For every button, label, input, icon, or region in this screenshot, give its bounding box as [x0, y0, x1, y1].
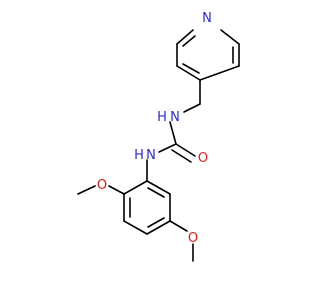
hydrogen-label: H — [134, 148, 144, 163]
bond-aryl-o — [169, 220, 188, 232]
bond-double-inner — [147, 217, 165, 228]
bond-double-inner — [147, 187, 165, 198]
pyridine-n-label: N — [199, 9, 215, 26]
bond — [176, 29, 194, 45]
bond — [123, 180, 148, 195]
nitrogen-label: N — [146, 148, 156, 163]
benzene-ring — [123, 180, 171, 235]
bond-aryl-o — [108, 185, 125, 195]
lower-nh-label: H N — [134, 148, 156, 163]
bond — [220, 29, 240, 45]
oxygen-label: O — [97, 178, 107, 193]
upper-nh-label: H N — [157, 110, 180, 125]
oxygen-label: O — [188, 231, 198, 246]
bond-double-inner — [182, 63, 200, 74]
nitrogen-label: N — [170, 110, 180, 125]
bond-carbonyl-nh — [158, 143, 177, 153]
bond-o-ch3 — [77, 185, 96, 195]
bond-c-o-double — [171, 149, 192, 163]
upper-methoxy-o-label: O — [97, 178, 107, 193]
bond-double-inner — [182, 35, 196, 47]
bond — [123, 220, 148, 235]
molecule-diagram: N H N O H N O O — [77, 9, 240, 262]
carbonyl-o-label: O — [198, 151, 208, 166]
lower-methoxy-o-label: O — [188, 231, 198, 246]
bond — [199, 65, 240, 81]
hydrogen-label: H — [157, 110, 167, 125]
bond — [146, 220, 171, 235]
pyridine-ring — [176, 29, 240, 81]
bond — [176, 65, 201, 81]
oxygen-label: O — [198, 151, 208, 166]
bond-nh-carbonyl — [169, 121, 177, 145]
bond-ch2-nh — [183, 103, 201, 113]
bond-c-o — [175, 143, 196, 157]
nitrogen-label: N — [202, 11, 212, 26]
bond — [146, 180, 171, 195]
structure-canvas: N H N O H N O O — [77, 9, 240, 262]
